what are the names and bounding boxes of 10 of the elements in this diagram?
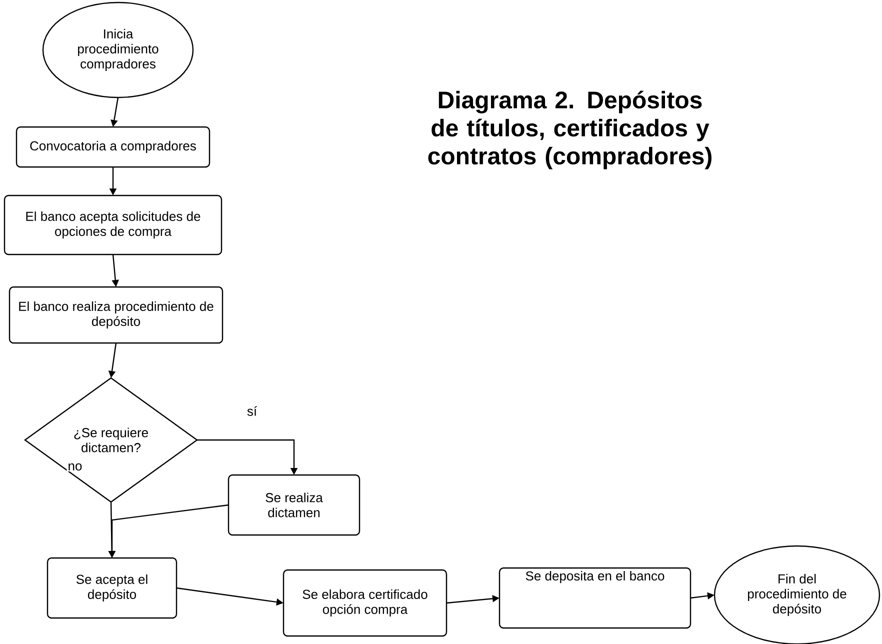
process-box: Se elabora certificado opción compra: [282, 569, 448, 637]
process-box: Se realiza dictamen: [228, 474, 360, 536]
process-box: Convocatoria a compradores: [16, 126, 210, 168]
process-box: El banco acepta solicitudes de opciones de compra: [4, 194, 222, 256]
process-box: Se deposita en el banco: [498, 567, 692, 629]
edge-label: sí: [246, 405, 258, 417]
process-box: Se acepta el depósito: [46, 557, 178, 619]
process-box: El banco realiza procedimiento de depósito: [8, 286, 224, 344]
edge-label: no: [66, 462, 84, 472]
title: Diagrama 2. Depósitos de títulos, certificados y contratos (compradores): [428, 90, 712, 170]
